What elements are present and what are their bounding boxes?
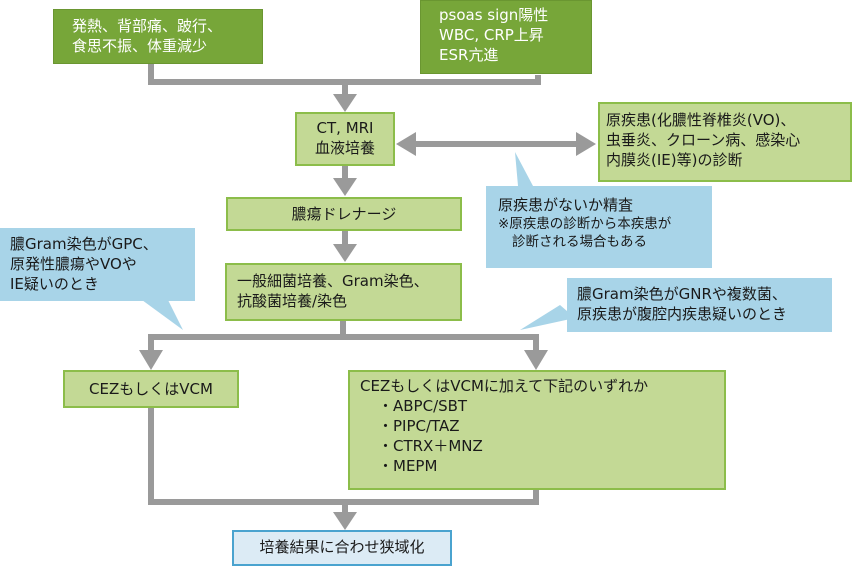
arrowhead-culture: [333, 244, 357, 262]
primary-disease-line: 虫垂炎、クローン病、感染心: [606, 131, 801, 149]
imaging-line: CT, MRI: [316, 119, 374, 137]
imaging-line: 血液培養: [314, 139, 375, 157]
connector-signs-merge: [345, 75, 541, 85]
connector-culture-split: [148, 320, 346, 352]
callout-pointer-gnr-note: [520, 305, 575, 330]
arrowhead-imaging: [333, 94, 357, 112]
drainage-box: 膿瘍ドレナージ: [226, 197, 462, 231]
symptoms-line: 発熱、背部痛、跛行、: [72, 17, 223, 35]
signs-box: psoas sign陽性 WBC, CRP上昇 ESR亢進: [420, 0, 592, 74]
final-label: 培養結果に合わせ狭域化: [259, 538, 425, 556]
signs-line: psoas sign陽性: [439, 6, 549, 24]
gnr-note-line: 膿Gram染色がGNRや複数菌、: [577, 285, 787, 303]
arrowhead-right-treatment: [524, 350, 548, 370]
arrowhead-left-imaging: [396, 132, 416, 156]
final-box: 培養結果に合わせ狭域化: [232, 530, 452, 566]
signs-line: WBC, CRP上昇: [439, 26, 544, 44]
treatment-option: ・PIPC/TAZ: [378, 417, 460, 435]
connector-culture-split-right: [343, 334, 539, 352]
connector-right-to-final: [345, 490, 539, 505]
gnr-note-line: 原疾患が腹腔内疾患疑いのとき: [577, 305, 788, 323]
gnr-note: 膿Gram染色がGNRや複数菌、 原疾患が腹腔内疾患疑いのとき: [567, 278, 832, 332]
culture-line: 一般細菌培養、Gram染色、: [237, 272, 429, 290]
signs-line: ESR亢進: [439, 46, 499, 64]
imaging-box: CT, MRI 血液培養: [295, 112, 395, 166]
right-treatment-title: CEZもしくはVCMに加えて下記のいずれか: [360, 377, 649, 395]
primary-disease-box: 原疾患(化膿性脊椎炎(VO)、 虫垂炎、クローン病、感染心 内膜炎(IE)等)の…: [598, 102, 852, 182]
culture-box: 一般細菌培養、Gram染色、 抗酸菌培養/染色: [225, 263, 462, 321]
primary-disease-line: 内膜炎(IE)等)の診断: [606, 151, 743, 169]
left-treatment-box: CEZもしくはVCM: [63, 370, 239, 408]
note-line: ※原疾患の診断から本疾患が: [498, 216, 672, 232]
arrowhead-right-primary: [576, 132, 596, 156]
treatment-option: ・CTRX＋MNZ: [378, 437, 483, 455]
culture-line: 抗酸菌培養/染色: [237, 292, 348, 310]
arrowhead-final: [333, 512, 357, 530]
right-treatment-box: CEZもしくはVCMに加えて下記のいずれか ・ABPC/SBT ・PIPC/TA…: [348, 370, 726, 490]
treatment-option: ・ABPC/SBT: [378, 397, 468, 415]
callout-pointer-gpc-note: [142, 300, 183, 330]
note-title: 原疾患がないか精査: [498, 196, 634, 214]
drainage-label: 膿瘍ドレナージ: [291, 205, 397, 223]
gpc-note-line: IE疑いのとき: [10, 275, 99, 293]
connector-left-to-final: [148, 407, 345, 505]
gpc-note: 膿Gram染色がGPC、 原発性膿瘍やVOや IE疑いのとき: [0, 228, 195, 301]
left-treatment-label: CEZもしくはVCM: [89, 380, 213, 398]
primary-disease-note: 原疾患がないか精査 ※原疾患の診断から本疾患が 診断される場合もある: [486, 186, 712, 268]
primary-disease-line: 原疾患(化膿性脊椎炎(VO)、: [606, 111, 796, 129]
note-line: 診断される場合もある: [512, 234, 647, 250]
arrowhead-drainage: [333, 178, 357, 196]
arrowhead-left-treatment: [139, 350, 163, 370]
callout-pointer-primary-note: [515, 152, 533, 186]
treatment-option: ・MEPM: [378, 457, 438, 475]
gpc-note-line: 原発性膿瘍やVOや: [10, 255, 137, 273]
gpc-note-line: 膿Gram染色がGPC、: [10, 235, 158, 253]
symptoms-line: 食思不振、体重減少: [72, 37, 208, 55]
connector-symptoms-merge: [148, 62, 345, 85]
symptoms-box: 発熱、背部痛、跛行、 食思不振、体重減少: [53, 9, 263, 64]
